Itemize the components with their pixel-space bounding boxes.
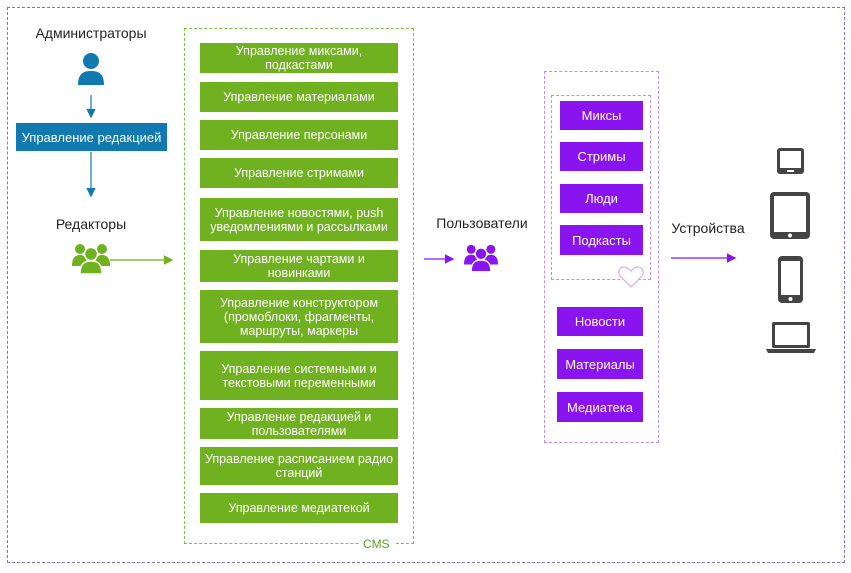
cms-frame	[184, 28, 414, 544]
users-label: Пользователи	[436, 215, 528, 231]
phone-icon	[777, 148, 804, 174]
phone-icon	[778, 256, 803, 303]
content-item: Стримы	[560, 142, 643, 171]
group-icon	[464, 244, 498, 273]
laptop-icon	[766, 322, 816, 353]
person-icon	[78, 53, 104, 85]
content-frame	[544, 71, 659, 443]
cms-item: Управление миксами,подкастами	[200, 43, 398, 73]
editorial-management-box: Управление редакцией	[16, 123, 167, 151]
cms-item: Управление стримами	[200, 158, 398, 188]
admins-label: Администраторы	[35, 25, 147, 41]
tablet-icon	[770, 192, 810, 239]
devices-label: Устройства	[671, 220, 745, 236]
content-item: Новости	[557, 307, 643, 336]
cms-item: Управление материалами	[200, 82, 398, 112]
content-item: Медиатека	[557, 392, 643, 422]
cms-item: Управление конструктором(промоблоки, фра…	[200, 290, 398, 343]
content-item: Миксы	[560, 101, 643, 130]
heart-icon	[618, 266, 644, 288]
cms-item: Управление персонами	[200, 120, 398, 150]
content-item: Материалы	[557, 349, 643, 379]
cms-tag: CMS	[359, 537, 394, 551]
content-item: Люди	[560, 184, 643, 213]
favorites-frame	[551, 95, 651, 280]
content-item: Подкасты	[560, 225, 643, 255]
group-icon	[72, 244, 110, 274]
editors-label: Редакторы	[55, 216, 127, 232]
outer-frame	[7, 7, 845, 563]
cms-item: Управление медиатекой	[200, 493, 398, 523]
